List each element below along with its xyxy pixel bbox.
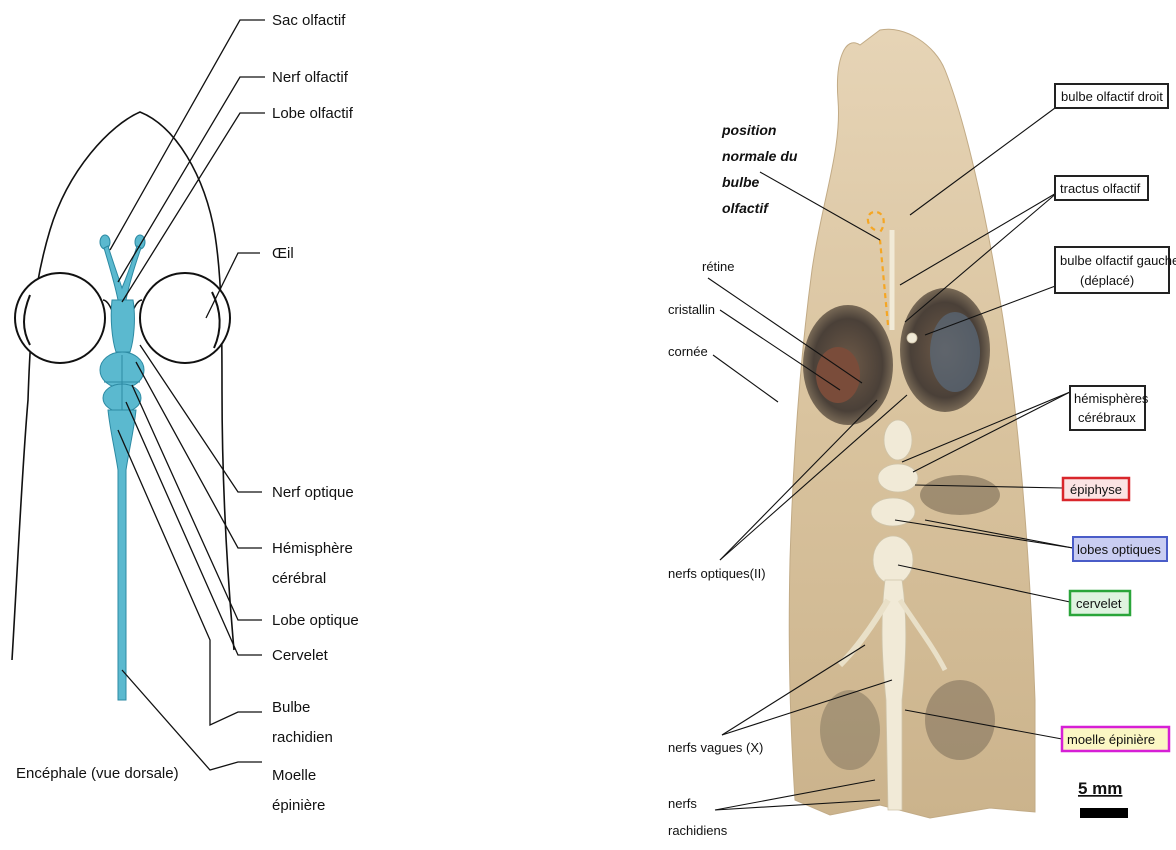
label-bulbe-line2: rachidien: [272, 729, 333, 746]
svg-text:lobes optiques: lobes optiques: [1077, 542, 1161, 557]
label-cristallin: cristallin: [668, 302, 715, 317]
svg-text:bulbe olfactif droit: bulbe olfactif droit: [1061, 89, 1163, 104]
scale-bar: 5 mm: [1078, 779, 1128, 818]
note-position-line3: bulbe: [722, 174, 760, 190]
box-hemispheres-cerebraux: hémisphères cérébraux: [1070, 386, 1149, 430]
right-eye: [130, 273, 230, 363]
label-nerfs-rachidiens-line2: rachidiens: [668, 823, 728, 838]
label-oeil: Œil: [272, 245, 294, 262]
svg-text:cérébraux: cérébraux: [1078, 410, 1136, 425]
svg-text:(déplacé): (déplacé): [1080, 273, 1134, 288]
label-hemisphere-line2: cérébral: [272, 570, 326, 587]
svg-text:moelle épinière: moelle épinière: [1067, 732, 1155, 747]
box-lobes-optiques: lobes optiques: [1073, 537, 1167, 561]
specimen-patch: [920, 475, 1000, 515]
label-moelle-line1: Moelle: [272, 767, 316, 784]
label-sac-olfactif: Sac olfactif: [272, 12, 346, 29]
label-cervelet-left: Cervelet: [272, 647, 329, 664]
label-nerfs-rachidiens-line1: nerfs: [668, 796, 697, 811]
note-position-line4: olfactif: [722, 200, 769, 216]
label-nerfs-vagues: nerfs vagues (X): [668, 740, 763, 755]
box-epiphyse: épiphyse: [1063, 478, 1129, 500]
label-retine: rétine: [702, 259, 735, 274]
svg-text:tractus olfactif: tractus olfactif: [1060, 181, 1141, 196]
label-nerf-olfactif: Nerf olfactif: [272, 69, 349, 86]
svg-text:hémisphères: hémisphères: [1074, 391, 1149, 406]
label-nerf-optique: Nerf optique: [272, 484, 354, 501]
left-eye: [15, 273, 115, 363]
label-moelle-line2: épinière: [272, 797, 325, 814]
label-lobe-olfactif: Lobe olfactif: [272, 105, 354, 122]
specimen-tissue: [789, 29, 1035, 818]
label-bulbe-line1: Bulbe: [272, 699, 310, 716]
svg-text:5 mm: 5 mm: [1078, 779, 1122, 798]
label-lobe-optique: Lobe optique: [272, 612, 359, 629]
caption-encephale: Encéphale (vue dorsale): [16, 765, 179, 782]
left-schematic: Sac olfactif Nerf olfactif Lobe olfactif…: [12, 12, 359, 814]
label-nerfs-optiques: nerfs optiques(II): [668, 566, 766, 581]
specimen-left-lens: [816, 347, 860, 403]
label-hemisphere-line1: Hémisphère: [272, 540, 353, 557]
label-cornee: cornée: [668, 344, 708, 359]
box-cervelet: cervelet: [1070, 591, 1130, 615]
specimen-patch: [820, 690, 880, 770]
right-dissection: position normale du bulbe olfactif rétin…: [668, 29, 1176, 838]
box-bulbe-olfactif-gauche: bulbe olfactif gauche (déplacé): [1055, 247, 1176, 293]
note-position-line2: normale du: [722, 148, 798, 164]
svg-text:cervelet: cervelet: [1076, 596, 1122, 611]
brain-schematic: [100, 235, 145, 700]
svg-text:épiphyse: épiphyse: [1070, 482, 1122, 497]
note-position-line1: position: [721, 122, 776, 138]
svg-text:bulbe olfactif gauche: bulbe olfactif gauche: [1060, 253, 1176, 268]
box-tractus-olfactif: tractus olfactif: [1055, 176, 1148, 200]
box-moelle-epiniere: moelle épinière: [1062, 727, 1169, 751]
box-bulbe-olfactif-droit: bulbe olfactif droit: [1055, 84, 1168, 108]
